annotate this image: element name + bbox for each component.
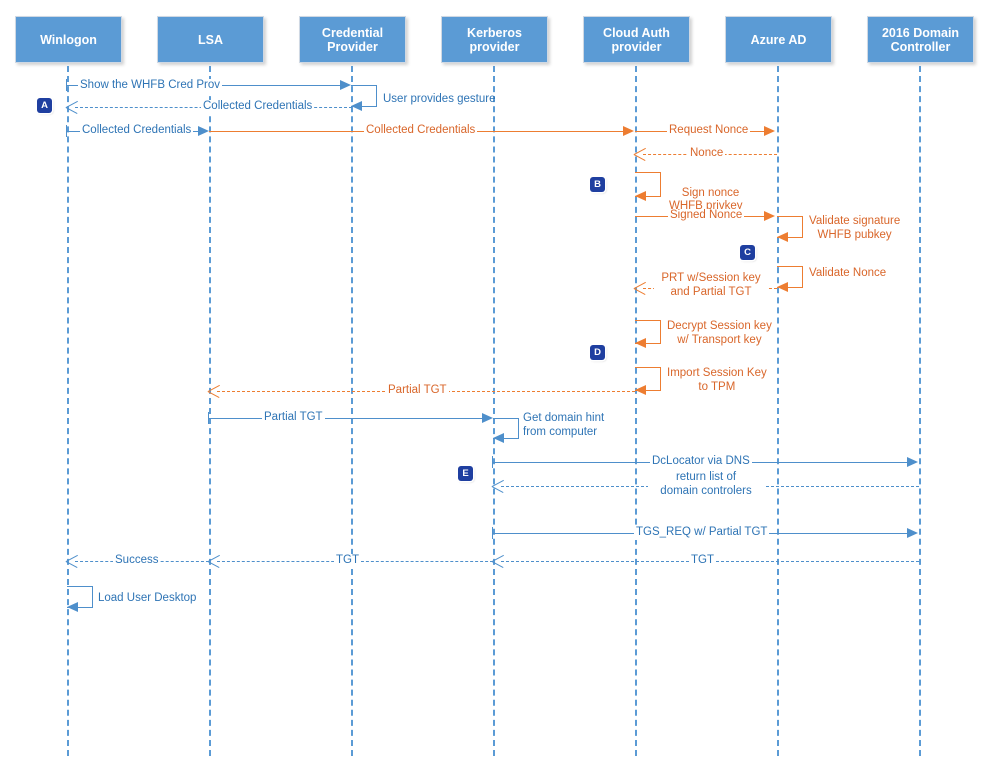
message-label-dclocator: DcLocator via DNS — [650, 455, 752, 469]
message-tail-show-whfb-cred-prov — [66, 79, 67, 91]
arrowhead-decrypt-session-key — [635, 338, 646, 348]
arrowhead-validate-signature — [777, 232, 788, 242]
message-label-collected-credentials-to-lsa: Collected Credentials — [80, 124, 194, 138]
badge-e: E — [458, 466, 473, 481]
actor-box-azure-ad[interactable]: Azure AD — [725, 16, 832, 63]
message-label-validate-signature: Validate signature WHFB pubkey — [809, 215, 901, 241]
lifeline-dc2016 — [919, 66, 921, 756]
message-label-success: Success — [113, 554, 161, 568]
actor-box-kerberos-provider[interactable]: Kerberos provider — [441, 16, 548, 63]
actor-label-kerberos-provider: Kerberos provider — [467, 25, 522, 54]
arrowhead-collected-credentials-to-lsa — [198, 125, 209, 136]
message-tail-collected-credentials-to-lsa — [66, 125, 67, 137]
message-label-collected-credentials-to-winlogon: Collected Credentials — [201, 100, 315, 114]
arrowhead-tgs-req — [907, 527, 918, 538]
actor-label-cloud-auth-provider: Cloud Auth provider — [603, 25, 670, 54]
selfloop-decrypt-session-key — [635, 320, 661, 344]
message-label-show-whfb-cred-prov: Show the WHFB Cred Prov — [78, 79, 222, 93]
message-tail-dclocator — [492, 456, 493, 468]
selfloop-validate-signature — [777, 216, 803, 238]
lifeline-kerberos — [493, 66, 495, 756]
arrowhead-get-domain-hint — [493, 433, 504, 443]
actor-label-azure-ad: Azure AD — [750, 32, 807, 47]
actor-label-lsa: LSA — [198, 32, 223, 47]
message-label-tgs-req: TGS_REQ w/ Partial TGT — [634, 526, 770, 540]
badge-c: C — [740, 245, 755, 260]
arrowhead-collected-credentials-to-cloudauth — [623, 125, 634, 136]
message-label-tgt-to-kerberos: TGT — [689, 554, 716, 568]
message-label-return-dc-list: return list of domain controlers — [648, 471, 764, 498]
selfloop-sign-nonce — [635, 172, 661, 197]
lifeline-azuread — [777, 66, 779, 756]
lifeline-cloudauth — [635, 66, 637, 756]
message-label-partial-tgt-to-lsa: Partial TGT — [386, 384, 449, 398]
actor-box-winlogon[interactable]: Winlogon — [15, 16, 122, 63]
arrowhead-show-whfb-cred-prov — [340, 79, 351, 90]
message-label-collected-credentials-to-cloudauth: Collected Credentials — [364, 124, 478, 138]
message-tail-tgs-req — [492, 527, 493, 539]
message-tail-partial-tgt-to-kerberos — [208, 412, 209, 424]
selfloop-import-session-key — [635, 367, 661, 391]
actor-label-credential-provider: Credential Provider — [321, 25, 384, 54]
badge-d: D — [590, 345, 605, 360]
arrowhead-import-session-key — [635, 385, 646, 395]
actor-label-domain-controller: 2016 Domain Controller — [881, 25, 960, 54]
selfloop-validate-nonce — [777, 266, 803, 288]
actor-box-lsa[interactable]: LSA — [157, 16, 264, 63]
message-label-load-user-desktop: Load User Desktop — [98, 592, 197, 604]
arrowhead-request-nonce — [764, 125, 775, 136]
message-label-get-domain-hint: Get domain hint from computer — [523, 412, 605, 438]
arrowhead-sign-nonce — [635, 191, 646, 201]
message-label-decrypt-session-key: Decrypt Session key w/ Transport key — [667, 320, 772, 346]
actor-label-winlogon: Winlogon — [40, 32, 97, 47]
message-label-import-session-key: Import Session Key to TPM — [667, 367, 767, 393]
selfloop-user-provides-gesture — [351, 85, 377, 107]
actor-box-credential-provider[interactable]: Credential Provider — [299, 16, 406, 63]
message-line-partial-tgt-to-kerberos — [209, 418, 483, 419]
actor-box-cloud-auth-provider[interactable]: Cloud Auth provider — [583, 16, 690, 63]
message-label-request-nonce: Request Nonce — [667, 124, 751, 138]
message-label-signed-nonce: Signed Nonce — [668, 209, 745, 223]
arrowhead-user-provides-gesture — [351, 101, 362, 111]
message-label-validate-nonce: Validate Nonce — [809, 267, 887, 279]
arrowhead-validate-nonce — [777, 282, 788, 292]
arrowhead-partial-tgt-to-kerberos — [482, 412, 493, 423]
actor-box-domain-controller[interactable]: 2016 Domain Controller — [867, 16, 974, 63]
badge-a: A — [37, 98, 52, 113]
message-label-nonce: Nonce — [688, 147, 726, 161]
message-label-prt-session-key: PRT w/Session key and Partial TGT — [654, 272, 768, 299]
arrowhead-signed-nonce — [764, 210, 775, 221]
selfloop-load-user-desktop — [67, 586, 93, 608]
badge-b: B — [590, 177, 605, 192]
lifeline-lsa — [209, 66, 211, 756]
message-label-tgt-to-lsa: TGT — [334, 554, 361, 568]
arrowhead-dclocator — [907, 456, 918, 467]
selfloop-get-domain-hint — [493, 418, 519, 439]
message-label-partial-tgt-to-kerberos: Partial TGT — [262, 411, 325, 425]
lifeline-winlogon — [67, 66, 69, 756]
arrowhead-load-user-desktop — [67, 602, 78, 612]
lifeline-credprov — [351, 66, 353, 756]
message-label-user-provides-gesture: User provides gesture — [383, 93, 496, 105]
